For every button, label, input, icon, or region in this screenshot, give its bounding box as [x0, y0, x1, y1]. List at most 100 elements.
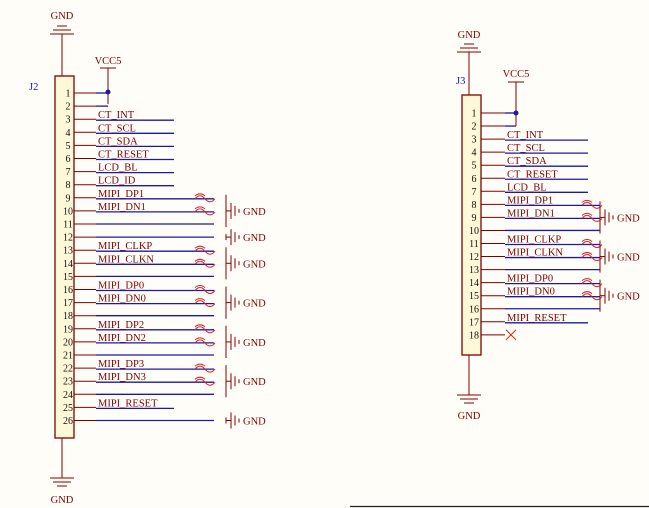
- pin-number: 7: [472, 187, 477, 198]
- net-label: LCD_BL: [507, 182, 547, 193]
- gnd-symbol-j3-top: GND: [457, 30, 481, 95]
- junction-dot: [105, 89, 111, 95]
- pin-number: 17: [63, 298, 73, 309]
- gnd-label: GND: [51, 495, 74, 506]
- pin-9: 9 MIPI_DP1: [66, 189, 216, 204]
- gnd-symbol-j2-top: GND: [50, 11, 74, 76]
- gnd-symbol: GND: [225, 247, 266, 280]
- gnd-symbol: GND: [599, 279, 640, 312]
- pin-8: 8 LCD_ID: [66, 176, 174, 191]
- net-label: CT_INT: [507, 130, 544, 141]
- gnd-taps-j3: GND GND GND: [599, 201, 640, 312]
- gnd-label: GND: [458, 411, 481, 422]
- pin-17: 17 MIPI_RESET: [469, 313, 588, 328]
- net-label: CT_RESET: [507, 169, 558, 180]
- pin-number: 1: [472, 109, 477, 120]
- pin-number: 2: [472, 122, 477, 133]
- pin-number: 12: [469, 252, 479, 263]
- ref-designator-j2: J2: [29, 82, 38, 93]
- pin-number: 17: [469, 317, 479, 328]
- pin-12: 12 MIPI_CLKN: [469, 248, 603, 263]
- net-label: MIPI_RESET: [98, 398, 158, 409]
- pin-number: 11: [63, 220, 73, 231]
- net-label: MIPI_DP2: [98, 320, 144, 331]
- pin-19: 19 MIPI_DP2: [63, 320, 216, 335]
- connector-body-j2: [54, 75, 75, 439]
- pin-18: 18: [469, 329, 517, 341]
- gnd-symbol: GND: [225, 412, 266, 429]
- pin-number: 3: [472, 135, 477, 146]
- pin-number: 19: [63, 324, 73, 335]
- net-label: MIPI_RESET: [507, 313, 567, 324]
- pin-number: 13: [63, 246, 73, 257]
- net-label: LCD_ID: [98, 176, 136, 187]
- net-label: MIPI_CLKP: [98, 241, 152, 252]
- pin-number: 16: [63, 285, 73, 296]
- pin-number: 10: [469, 226, 479, 237]
- ref-designator-j3: J3: [456, 76, 465, 87]
- net-label: MIPI_DP1: [98, 189, 144, 200]
- net-label: MIPI_DP3: [98, 359, 144, 370]
- gnd-symbol: GND: [225, 365, 266, 398]
- pin-1: 1: [66, 89, 108, 100]
- pin-number: 18: [469, 330, 479, 341]
- pin-number: 16: [469, 304, 479, 315]
- pin-number: 15: [63, 272, 73, 283]
- pin-number: 14: [469, 278, 479, 289]
- gnd-label: GND: [243, 299, 266, 310]
- pin-number: 15: [469, 291, 479, 302]
- gnd-label: GND: [617, 253, 640, 264]
- pin-number: 10: [63, 206, 73, 217]
- pin-number: 7: [66, 167, 71, 178]
- pin-number: 26: [63, 416, 73, 427]
- vcc-label: VCC5: [503, 69, 530, 80]
- gnd-symbol-j3-bottom: GND: [457, 355, 481, 422]
- pin-number: 21: [63, 351, 73, 362]
- pin-number: 4: [472, 148, 477, 159]
- net-label: MIPI_DN1: [98, 202, 146, 213]
- net-label: MIPI_CLKP: [507, 235, 561, 246]
- pin-number: 6: [66, 154, 71, 165]
- pin-12: 12: [63, 233, 214, 244]
- pin-1: 1: [472, 109, 516, 120]
- pin-number: 13: [469, 265, 479, 276]
- pin-number: 1: [66, 89, 71, 100]
- pin-number: 8: [472, 200, 477, 211]
- net-label: MIPI_DN0: [507, 287, 555, 298]
- pin-number: 5: [472, 161, 477, 172]
- pin-11: 11: [63, 220, 214, 231]
- gnd-symbol: GND: [599, 201, 640, 234]
- net-label: MIPI_DN3: [98, 372, 146, 383]
- pin-10: 10: [469, 226, 600, 237]
- pin-number: 18: [63, 311, 73, 322]
- pin-number: 9: [472, 213, 477, 224]
- net-label: MIPI_CLKN: [507, 248, 563, 259]
- vcc-label: VCC5: [95, 56, 122, 67]
- net-label: MIPI_DN2: [98, 333, 146, 344]
- pin-number: 8: [66, 180, 71, 191]
- pin-number: 9: [66, 193, 71, 204]
- net-label: MIPI_CLKN: [98, 254, 154, 265]
- pin-number: 3: [66, 115, 71, 126]
- pin-21: 21: [63, 351, 214, 362]
- pin-18: 18: [63, 311, 214, 322]
- net-label: CT_SDA: [98, 136, 138, 147]
- pin-number: 2: [66, 102, 71, 113]
